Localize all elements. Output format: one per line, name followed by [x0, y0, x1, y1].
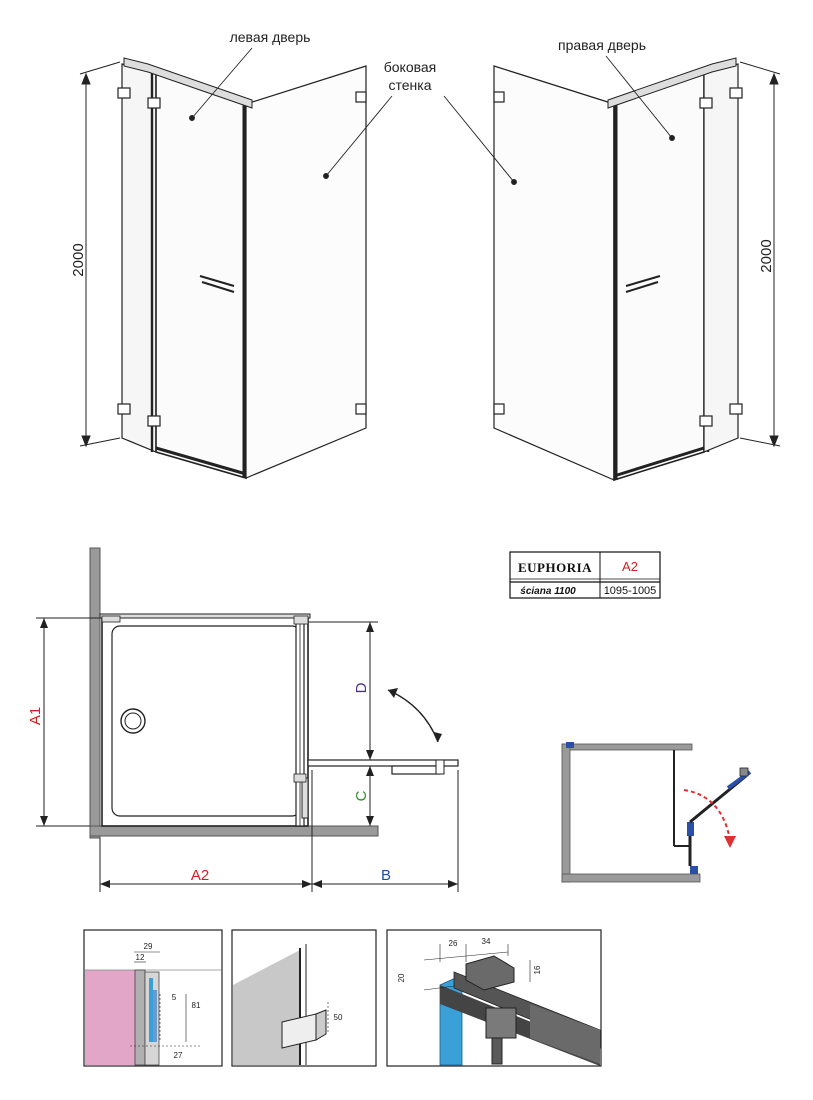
- plan-view: [89, 547, 459, 839]
- right-leaders: [443, 55, 675, 185]
- detail-1-dim-5: 5: [172, 993, 177, 1002]
- spec-wall-label: ściana 1100: [520, 586, 576, 597]
- left-height-dimension: [79, 61, 121, 448]
- dim-c-label: C: [353, 790, 370, 801]
- left-leaders: [189, 47, 393, 179]
- detail-1-dim-12: 12: [136, 953, 145, 962]
- detail-3-dim-26: 26: [449, 939, 458, 948]
- detail-2-dim-50: 50: [334, 1013, 343, 1022]
- dim-a2-label: A2: [191, 867, 209, 884]
- right-cabin-view: [493, 57, 743, 482]
- detail-3-dim-20: 20: [397, 973, 406, 982]
- dim-d-label: D: [353, 682, 370, 693]
- right-height-label: 2000: [758, 239, 775, 272]
- left-cabin-view: [117, 57, 367, 480]
- spec-model-code: A2: [622, 559, 638, 574]
- right-height-dimension: [739, 61, 781, 448]
- detail-3-dim-34: 34: [482, 937, 491, 946]
- left-door-label: левая дверь: [230, 29, 311, 45]
- plan-dimension-lines: [36, 617, 459, 892]
- left-height-label: 2000: [70, 243, 87, 276]
- detail-1-dim-81: 81: [192, 1001, 201, 1010]
- detail-2: [231, 929, 377, 1067]
- detail-3-dim-16: 16: [533, 965, 542, 974]
- opening-direction-diagram: [561, 742, 752, 883]
- detail-1-dim-29: 29: [144, 942, 153, 951]
- right-door-label: правая дверь: [558, 37, 646, 53]
- detail-3: [386, 929, 602, 1067]
- detail-1-dim-27: 27: [174, 1051, 183, 1060]
- dim-a1-label: A1: [27, 707, 44, 725]
- spec-wall-range: 1095-1005: [604, 585, 657, 597]
- spec-model: EUPHORIA: [518, 560, 592, 575]
- spec-table: [509, 551, 661, 599]
- detail-1: [83, 929, 223, 1067]
- dim-b-label: B: [381, 867, 391, 884]
- side-wall-label-1: боковая: [384, 59, 437, 75]
- side-wall-label-2: стенка: [389, 77, 432, 93]
